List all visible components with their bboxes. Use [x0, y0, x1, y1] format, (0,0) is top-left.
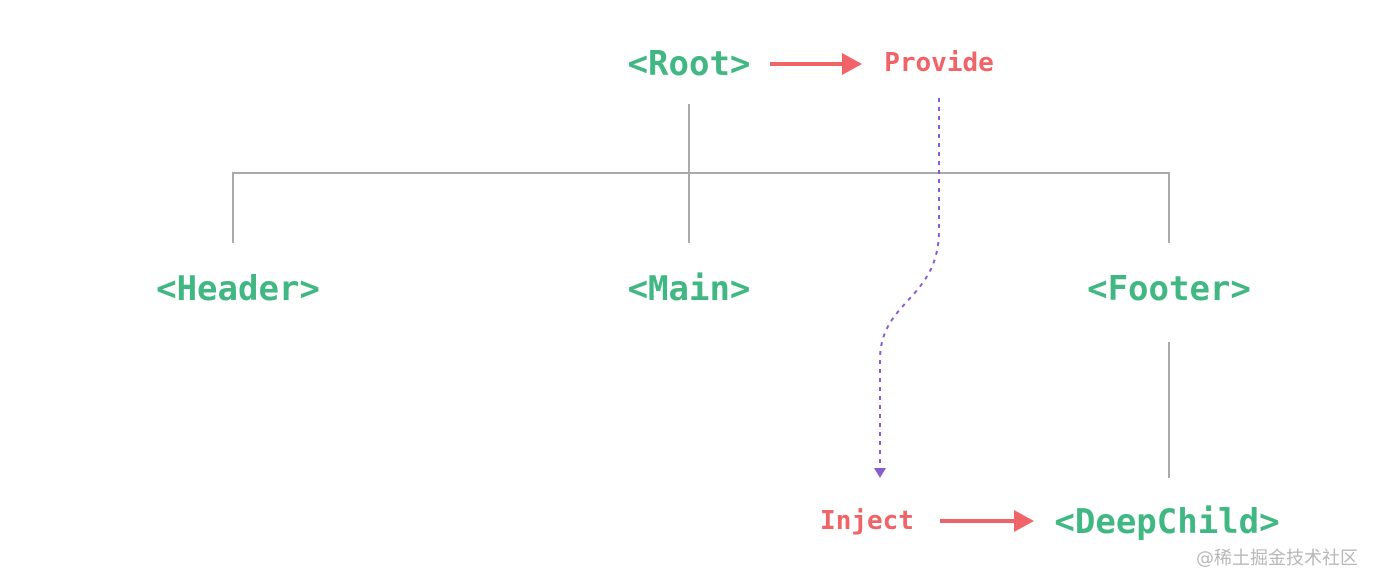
inject-label: Inject	[820, 506, 914, 536]
provide-label: Provide	[884, 48, 994, 78]
deep-child-node: <DeepChild>	[1054, 502, 1280, 542]
root-node: <Root>	[627, 44, 751, 84]
watermark: @稀土掘金技术社区	[1196, 548, 1358, 569]
footer-node: <Footer>	[1087, 269, 1251, 309]
inject-dotted-arrow-head	[874, 468, 886, 478]
inject-arrow-head	[1014, 510, 1034, 532]
provide-arrow-head	[842, 53, 862, 75]
inject-dotted-path	[879, 98, 940, 466]
main-node: <Main>	[627, 269, 751, 309]
header-node: <Header>	[156, 269, 320, 309]
